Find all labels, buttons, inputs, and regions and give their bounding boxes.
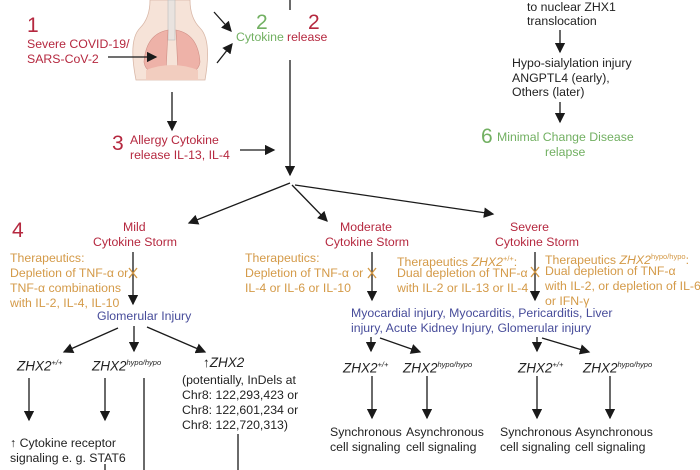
step-1-line1: Severe COVID-19/ <box>27 37 130 51</box>
genotype: hypo/hypo <box>437 360 473 369</box>
wt-therapeutics-title: Therapeutics ZHX2+/+: <box>397 251 517 270</box>
block-x-icons <box>128 266 540 279</box>
moderate-sync-1: cell signaling <box>330 440 401 454</box>
colon: : <box>685 253 689 268</box>
hypo-line3: Others (later) <box>512 85 585 99</box>
moderate-title1: Moderate <box>340 220 392 234</box>
genotype: hypo/hypo <box>126 358 162 367</box>
moderate-title2: Cytokine Storm <box>325 235 410 249</box>
moderate-zhx2-wt: ZHX2+/+ <box>343 357 388 376</box>
gene: ZHX2 <box>518 360 553 376</box>
mild-therapeutics-1: Depletion of TNF-α or <box>10 266 129 280</box>
mild-therapeutics-3: with IL-2, IL-4, IL-10 <box>10 296 120 310</box>
severe-zhx2-wt: ZHX2+/+ <box>518 357 563 376</box>
indels-0: (potentially, InDels at <box>182 373 296 387</box>
gene: ZHX2 <box>343 360 378 376</box>
up-arrow-icon: ↑ <box>10 436 17 450</box>
text: Cytokine receptor <box>19 436 116 450</box>
severe-async-0: Asynchronous <box>575 425 653 439</box>
moderate-therapeutics-2: IL-4 or IL-6 or IL-10 <box>245 281 351 295</box>
zhx1-line1: to nuclear ZHX1 <box>527 0 616 14</box>
moderate-zhx2-hypo: ZHX2hypo/hypo <box>403 357 472 376</box>
hypo-therapeutics-0: Dual depletion of TNF-α <box>545 264 676 278</box>
hypo-therapeutics-title: Therapeutics ZHX2hypo/hypo: <box>545 249 689 268</box>
label: Therapeutics <box>397 255 472 270</box>
mild-title2: Cytokine Storm <box>93 235 178 249</box>
moderate-sync-0: Synchronous <box>330 425 402 439</box>
gene: ZHX2 <box>471 255 503 270</box>
hypo-line1: Hypo-sialylation injury <box>512 56 632 70</box>
mild-title1: Mild <box>123 220 146 234</box>
step-6-number: 6 <box>481 125 493 148</box>
gene: ZHX2 <box>209 355 245 370</box>
mild-signaling-0: ↑ Cytokine receptor <box>10 436 116 451</box>
moderate-injury-0: Myocardial injury, Myocarditis, Pericard… <box>351 306 613 320</box>
step-6-line2: relapse <box>545 145 586 159</box>
genotype: +/+ <box>552 360 564 369</box>
gene: ZHX2 <box>583 360 618 376</box>
step-2-number-red: 2 <box>308 11 320 34</box>
indels-1: Chr8: 122,293,423 or <box>182 388 299 402</box>
mild-zhx2-up: ↑ZHX2 <box>203 355 244 370</box>
mild-injury: Glomerular Injury <box>97 309 192 323</box>
step-2-number-green: 2 <box>256 11 268 34</box>
step-3-line2: release IL-13, IL-4 <box>130 148 230 162</box>
genotype: hypo/hypo <box>617 360 653 369</box>
severe-async-1: cell signaling <box>575 440 646 454</box>
hypo-line2: ANGPTL4 (early), <box>512 71 610 85</box>
moderate-injury-1: injury, Acute Kidney Injury, Glomerular … <box>351 321 592 335</box>
severe-title1: Severe <box>510 220 549 234</box>
wt-therapeutics-1: with IL-2 or IL-13 or IL-4 <box>397 281 529 295</box>
moderate-async-1: cell signaling <box>406 440 477 454</box>
genotype: hypo/hypo <box>650 252 686 261</box>
up-arrow-icon: ↑ <box>203 355 210 370</box>
step-3-number: 3 <box>112 132 124 155</box>
gene: ZHX2 <box>619 253 651 268</box>
moderate-therapeutics-1: Depletion of TNF-α or <box>245 266 364 280</box>
step-6-line1: Minimal Change Disease <box>497 130 634 144</box>
indels-3: Chr8: 122,720,313) <box>182 418 288 432</box>
moderate-therapeutics-0: Therapeutics: <box>245 251 320 265</box>
hypo-therapeutics-1: with IL-2, or depletion of IL-6 <box>545 279 700 293</box>
indels-2: Chr8: 122,601,234 or <box>182 403 299 417</box>
colon: : <box>513 255 518 270</box>
genotype: +/+ <box>51 358 63 367</box>
step-1-line2: SARS-CoV-2 <box>27 52 99 66</box>
step-3-line1: Allergy Cytokine <box>130 133 219 147</box>
mild-therapeutics-2: TNF-α combinations <box>10 281 121 295</box>
severe-sync-0: Synchronous <box>500 425 572 439</box>
gene: ZHX2 <box>92 358 127 374</box>
zhx1-line2: translocation <box>527 14 597 28</box>
genotype: +/+ <box>377 360 389 369</box>
step-1-number: 1 <box>27 14 39 37</box>
cytokine-label: Cytokine <box>236 30 284 44</box>
hypo-therapeutics-2: or IFN-γ <box>545 294 590 308</box>
lungs-illustration <box>132 0 208 81</box>
moderate-async-0: Asynchronous <box>406 425 484 439</box>
gene: ZHX2 <box>17 358 52 374</box>
mild-zhx2-wt: ZHX2+/+ <box>17 355 62 374</box>
step-4-number: 4 <box>12 219 24 242</box>
mild-therapeutics-0: Therapeutics: <box>10 251 85 265</box>
mild-zhx2-hypo: ZHX2hypo/hypo <box>92 355 161 374</box>
wt-therapeutics-0: Dual depletion of TNF-α <box>397 266 528 280</box>
label: Therapeutics <box>545 253 620 268</box>
severe-sync-1: cell signaling <box>500 440 571 454</box>
genotype: +/+ <box>502 254 514 263</box>
mild-signaling-1: signaling e. g. STAT6 <box>10 451 126 465</box>
release-label: release <box>287 30 328 44</box>
severe-zhx2-hypo: ZHX2hypo/hypo <box>583 357 652 376</box>
gene: ZHX2 <box>403 360 438 376</box>
severe-title2: Cytokine Storm <box>495 235 580 249</box>
